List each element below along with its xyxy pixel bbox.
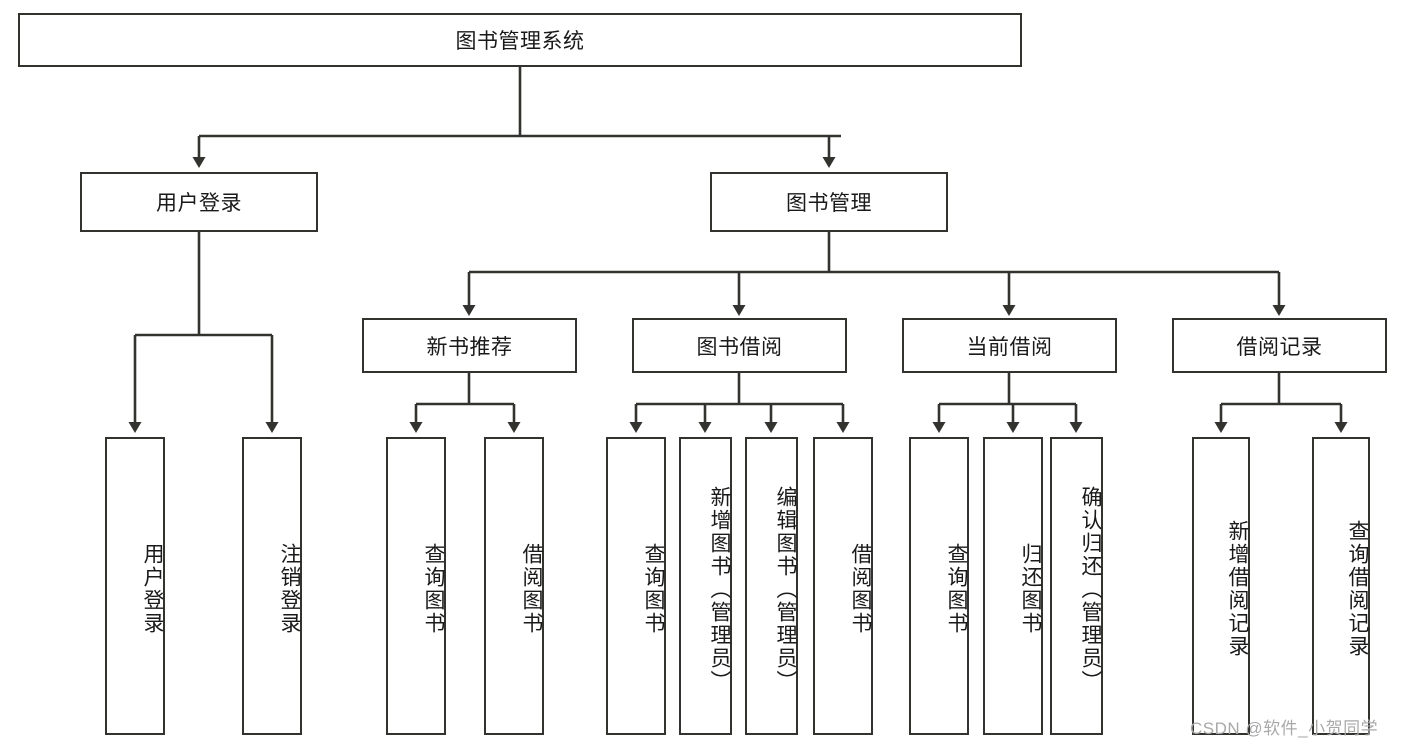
node-leaf-edit-book[interactable]: 编辑图书（管理员） — [745, 437, 798, 735]
node-leaf-query-record-label: 查询借阅记录 — [1346, 520, 1369, 658]
node-user-login-label: 用户登录 — [156, 192, 242, 215]
node-borrow-record-label: 借阅记录 — [1236, 335, 1323, 359]
node-leaf-borrow-book-2[interactable]: 借阅图书 — [813, 437, 873, 735]
node-leaf-borrow-book-1-label: 借阅图书 — [520, 543, 543, 635]
node-current-borrow[interactable]: 当前借阅 — [902, 318, 1117, 373]
node-root-label: 图书管理系统 — [455, 30, 585, 53]
node-borrow-record[interactable]: 借阅记录 — [1172, 318, 1387, 373]
node-book-manage[interactable]: 图书管理 — [710, 172, 948, 232]
node-leaf-user-login-label: 用户登录 — [141, 543, 164, 635]
node-book-manage-label: 图书管理 — [786, 192, 872, 215]
node-leaf-query-record[interactable]: 查询借阅记录 — [1312, 437, 1370, 735]
node-leaf-confirm-return-label: 确认归还（管理员） — [1079, 485, 1102, 693]
node-new-book-rec[interactable]: 新书推荐 — [362, 318, 577, 373]
node-leaf-return-book[interactable]: 归还图书 — [983, 437, 1043, 735]
node-leaf-add-book[interactable]: 新增图书（管理员） — [679, 437, 732, 735]
node-leaf-add-book-label: 新增图书（管理员） — [708, 485, 731, 693]
node-leaf-add-record-label: 新增借阅记录 — [1226, 520, 1249, 658]
node-leaf-borrow-book-2-label: 借阅图书 — [849, 543, 872, 635]
node-new-book-rec-label: 新书推荐 — [426, 335, 513, 359]
node-book-borrow[interactable]: 图书借阅 — [632, 318, 847, 373]
node-user-login[interactable]: 用户登录 — [80, 172, 318, 232]
node-leaf-query-book-3[interactable]: 查询图书 — [909, 437, 969, 735]
node-book-borrow-label: 图书借阅 — [696, 335, 783, 359]
node-leaf-query-book-2-label: 查询图书 — [642, 543, 665, 635]
node-leaf-edit-book-label: 编辑图书（管理员） — [774, 485, 797, 693]
node-root-system[interactable]: 图书管理系统 — [18, 13, 1022, 67]
node-leaf-query-book-1-label: 查询图书 — [422, 543, 445, 635]
node-leaf-return-book-label: 归还图书 — [1019, 543, 1042, 635]
node-leaf-query-book-3-label: 查询图书 — [945, 543, 968, 635]
node-leaf-logout-label: 注销登录 — [278, 543, 301, 635]
node-leaf-add-record[interactable]: 新增借阅记录 — [1192, 437, 1250, 735]
node-leaf-borrow-book-1[interactable]: 借阅图书 — [484, 437, 544, 735]
node-leaf-user-login[interactable]: 用户登录 — [105, 437, 165, 735]
node-leaf-query-book-2[interactable]: 查询图书 — [606, 437, 666, 735]
node-leaf-logout[interactable]: 注销登录 — [242, 437, 302, 735]
watermark: CSDN @软件_小贺同学 — [1190, 719, 1379, 738]
node-leaf-query-book-1[interactable]: 查询图书 — [386, 437, 446, 735]
node-leaf-confirm-return[interactable]: 确认归还（管理员） — [1050, 437, 1103, 735]
node-current-borrow-label: 当前借阅 — [966, 335, 1053, 359]
